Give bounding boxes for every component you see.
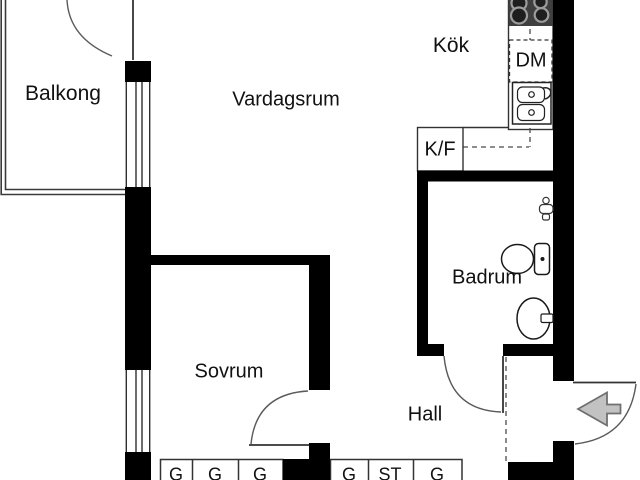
bathroom-bottom-wall-right xyxy=(503,344,553,356)
closet-divider-wall xyxy=(283,459,330,480)
toilet-icon xyxy=(500,242,551,276)
bathroom-left-wall xyxy=(417,181,428,356)
closet-label: ST xyxy=(378,464,402,480)
stove-icon xyxy=(508,0,553,26)
bedroom-door xyxy=(249,390,309,446)
closets xyxy=(159,458,463,480)
balcony-door-jamb-wall xyxy=(125,61,151,82)
entrance-door xyxy=(573,381,637,445)
walls xyxy=(125,0,574,480)
bedroom-door-jamb-wall xyxy=(309,443,330,459)
closet-label: G xyxy=(168,464,184,480)
right-exterior-wall xyxy=(553,0,574,381)
bedroom-window xyxy=(125,370,151,452)
room-label-sovrum: Sovrum xyxy=(194,360,264,383)
fridge-freezer-box xyxy=(416,126,464,172)
dishwasher-box xyxy=(508,39,553,83)
doors xyxy=(66,0,637,446)
kitchen-bathroom-divider-wall xyxy=(417,170,553,182)
room-label-kok: Kök xyxy=(432,33,470,57)
appliance-label-fridge-freezer: K/F xyxy=(424,138,456,161)
room-label-vardagsrum: Vardagsrum xyxy=(232,88,340,111)
balcony-door xyxy=(66,0,134,60)
living-room-window xyxy=(125,82,151,187)
bedroom-right-wall xyxy=(309,265,330,390)
windows xyxy=(125,82,151,452)
bathroom-bottom-wall-left xyxy=(417,344,444,356)
room-label-hall: Hall xyxy=(407,403,443,426)
right-exterior-wall-lower xyxy=(553,441,574,462)
shower-mixer-icon xyxy=(538,196,554,221)
appliance-label-dishwasher: DM xyxy=(515,49,547,72)
left-exterior-wall-lower xyxy=(125,452,151,480)
entrance-arrow-icon xyxy=(576,390,622,428)
bathroom-sink-icon xyxy=(516,297,554,340)
kitchen-sink-icon xyxy=(511,81,552,125)
bathroom-door xyxy=(443,355,504,413)
bedroom-top-wall xyxy=(149,255,330,265)
room-label-balkong: Balkong xyxy=(25,81,101,105)
closet-label: G xyxy=(207,464,223,480)
room-label-badrum: Badrum xyxy=(451,266,523,289)
balcony-railing xyxy=(0,0,125,196)
closet-label: G xyxy=(252,464,268,480)
bottom-exterior-wall xyxy=(508,462,574,480)
left-exterior-wall xyxy=(125,187,151,370)
closet-label: G xyxy=(429,464,445,480)
closet-label: G xyxy=(341,464,357,480)
